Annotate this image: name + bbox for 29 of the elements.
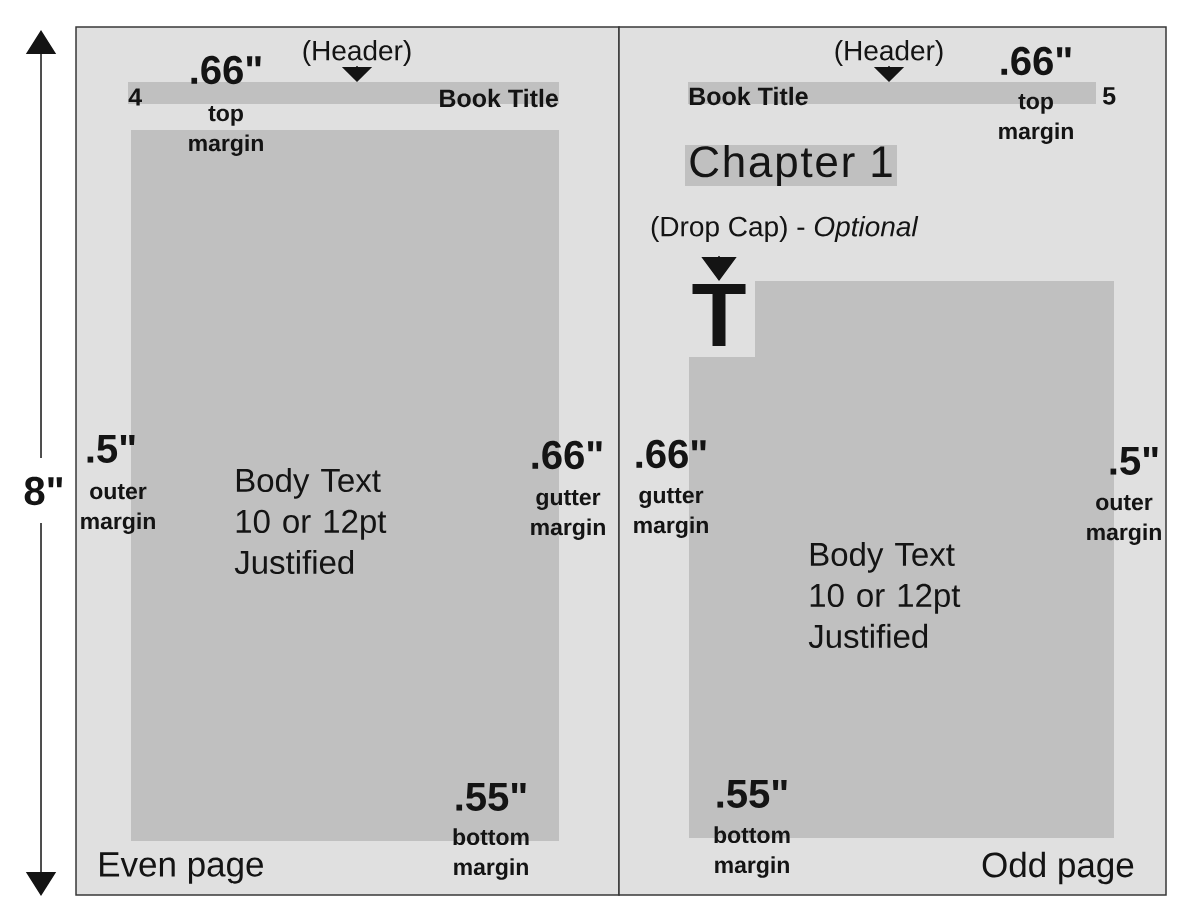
body-text: Body Text 10 or 12pt Justified (808, 541, 961, 649)
measurement-value: .5" (1110, 447, 1158, 475)
margin-label: outer margin (1087, 495, 1161, 545)
margin-label: top margin (189, 106, 263, 156)
measurement-value: .55" (717, 780, 787, 808)
margin-label: gutter margin (634, 488, 708, 538)
page-number: 5 (1102, 87, 1116, 105)
measurement-value: .66" (532, 440, 602, 470)
margin-label: gutter margin (531, 490, 605, 540)
page-caption: Even page (100, 852, 263, 884)
dimension-label: 8" (24, 476, 62, 506)
drop-cap-letter: T (692, 284, 746, 346)
measurement-value: .66" (191, 55, 261, 85)
page-caption: Odd page (982, 851, 1134, 885)
measurement-value: .66" (636, 439, 706, 469)
running-title: Book Title (689, 86, 808, 106)
body-text: Body Text 10 or 12pt Justified (234, 467, 387, 575)
margin-label: top margin (999, 94, 1073, 144)
measurement-value: .55" (456, 783, 526, 811)
callout-text: (Drop Cap) - Optional (651, 215, 919, 242)
margin-label: bottom margin (453, 828, 529, 880)
callout-text: (Header) (303, 39, 411, 66)
page-number: 4 (128, 88, 142, 106)
measurement-value: .5" (87, 435, 135, 463)
margin-label: bottom margin (714, 826, 790, 878)
running-title: Book Title (440, 88, 558, 108)
callout-text: (Header) (835, 39, 943, 66)
chapter-heading: Chapter 1 (685, 145, 897, 186)
margin-label: outer margin (81, 484, 155, 534)
